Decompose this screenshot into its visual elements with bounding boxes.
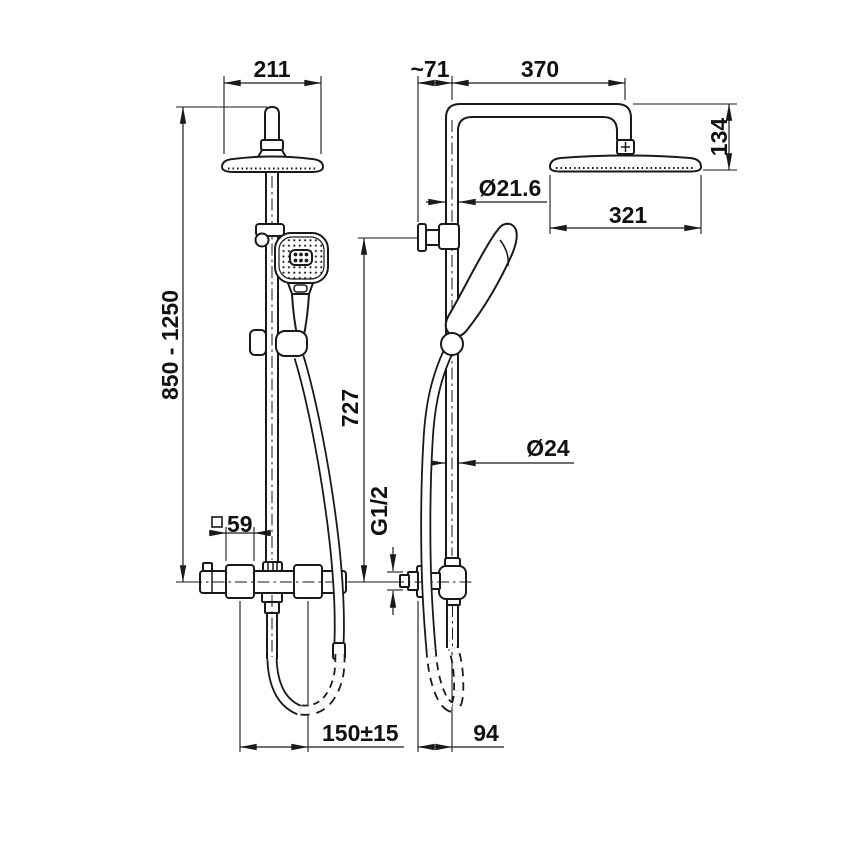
front-view (190, 106, 358, 716)
neck-button (293, 284, 308, 293)
hand-shower-holder-top-front (254, 223, 285, 248)
slider-clamp (249, 329, 267, 356)
wall-flange (417, 223, 427, 252)
dim-label-handle-square: 59 (227, 511, 253, 537)
dim-label-head-drop: 134 (706, 118, 732, 157)
rain-head-side (549, 139, 702, 173)
handle-holder-cup (275, 330, 308, 357)
safety-button (202, 562, 213, 572)
hand-shower-mode-button (289, 249, 313, 266)
dim-label-head-width: 211 (253, 56, 290, 82)
thermostat-valve-side (392, 557, 474, 648)
thermostat-valve-front (190, 561, 358, 659)
outlet-port (446, 598, 461, 606)
shower-hose-front (266, 355, 346, 716)
dimensions-side-view: ~71 370 134 Ø21.6 321 727 Ø24 G1/2 (337, 56, 737, 752)
dim-label-thread: G1/2 (366, 486, 392, 536)
bracket-arm (425, 229, 441, 246)
rain-head-front (221, 155, 324, 173)
pipe-collar (438, 223, 460, 250)
dim-label-inlet-spacing: 150±15 (322, 720, 399, 746)
dim-label-bracket-to-valve: 727 (337, 389, 363, 427)
hand-shower-front (274, 232, 329, 341)
dim-label-valve-depth: 94 (473, 720, 499, 746)
dim-label-height-range: 850 - 1250 (157, 290, 183, 400)
dim-label-head-depth: 321 (609, 202, 648, 228)
dim-label-arm-reach: 370 (521, 56, 559, 82)
thread-nipple (399, 574, 410, 588)
wall-bracket-side (417, 223, 460, 252)
overhead-shower-front (221, 106, 324, 173)
riser-pipe-and-arm-side (445, 103, 632, 562)
arm-collar (260, 139, 284, 151)
shower-hose-side (420, 349, 465, 713)
rain-head-profile (549, 154, 702, 173)
slider-knob-side (440, 332, 464, 356)
dim-label-wall-offset: ~71 (410, 56, 449, 82)
shower-arm-knob (264, 106, 280, 158)
slider-bracket-front (249, 329, 308, 357)
wand-face-edge (499, 239, 509, 267)
dim-label-lower-tube-dia: Ø24 (526, 435, 570, 461)
holder-knob (254, 232, 270, 248)
side-view (392, 103, 702, 713)
mode-button-nozzles (293, 252, 309, 263)
dimensions-front-view: 211 850 - 1250 59 150±15 (157, 56, 404, 752)
dim-label-upper-tube-dia: Ø21.6 (479, 175, 542, 201)
square-section-symbol (211, 516, 223, 528)
